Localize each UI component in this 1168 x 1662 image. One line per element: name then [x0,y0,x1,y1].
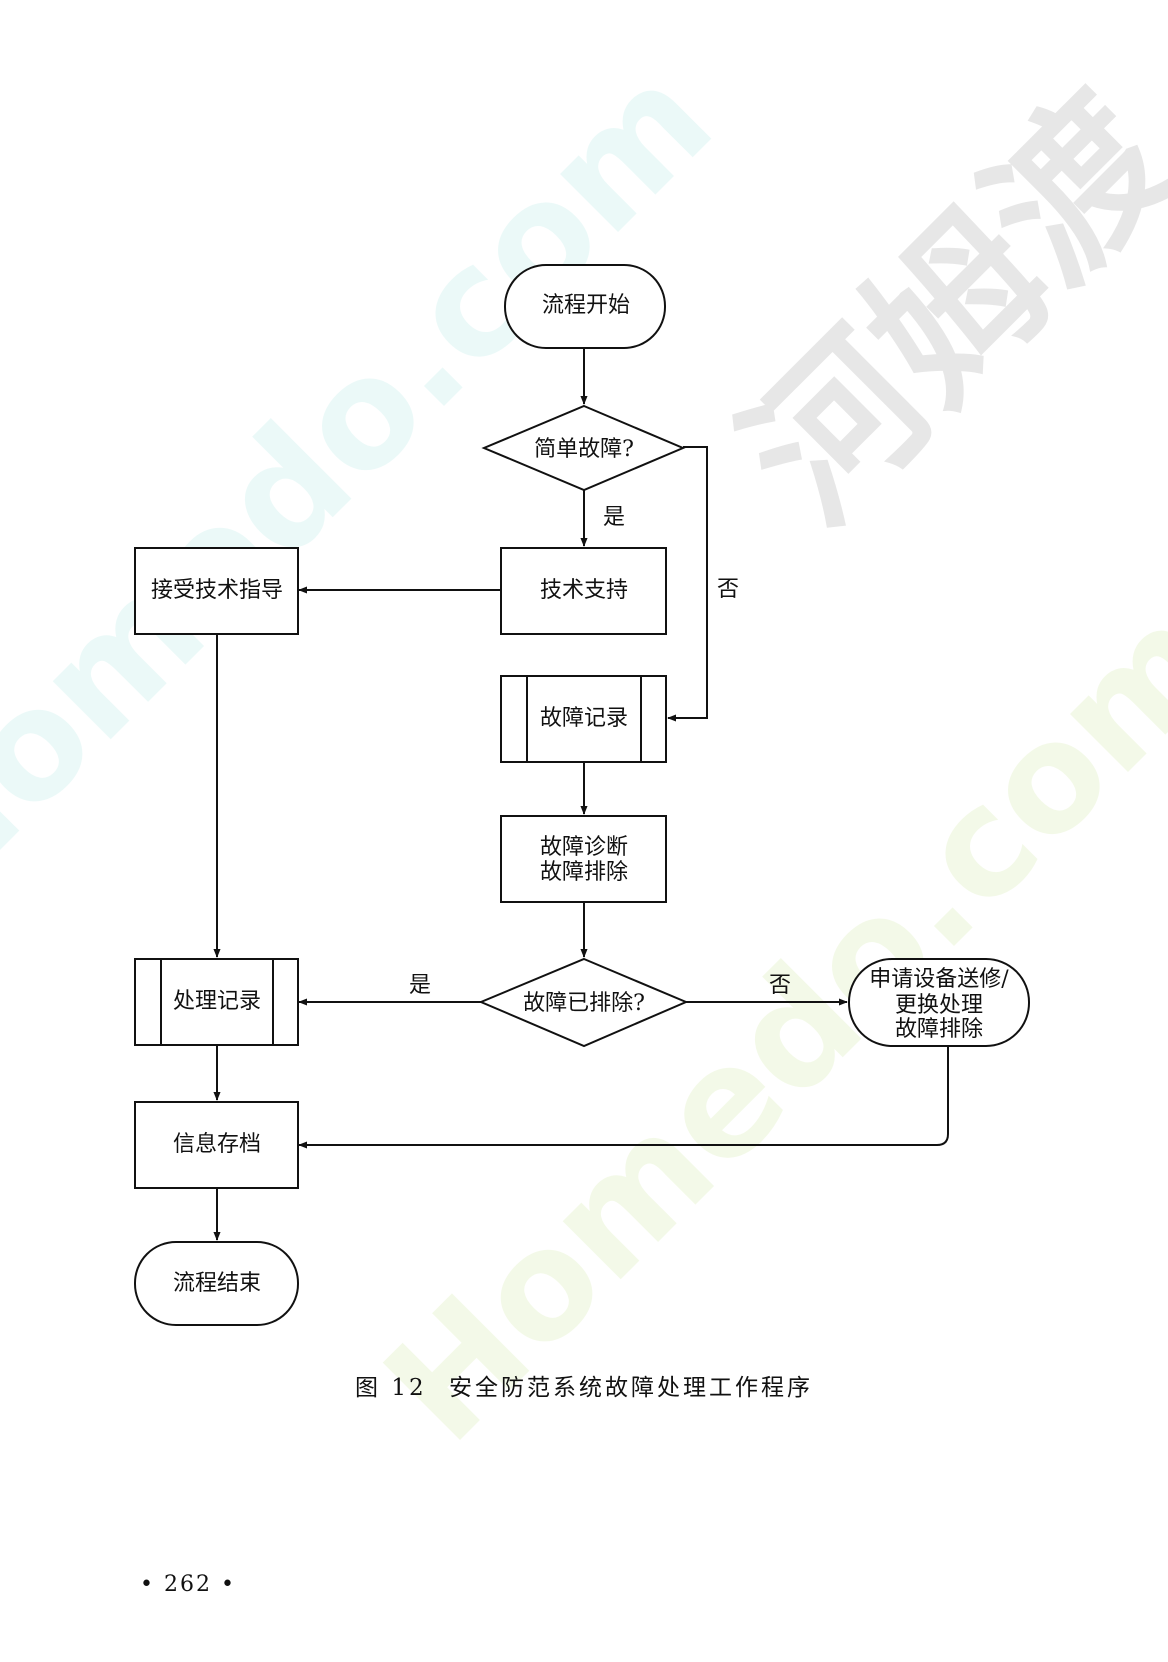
edge-repair-to-archive [298,1046,949,1149]
node-process-record [134,958,299,1046]
node-repair-request [848,958,1030,1047]
edge-label-simple-no: 否 [717,577,739,602]
figure-title: 安全防范系统故障处理工作程序 [448,1375,813,1401]
node-archive [134,1101,299,1189]
node-end-label: 流程结束 [173,1271,261,1296]
figure-number: 图 12 [355,1375,427,1401]
node-fault-cleared-label: 故障已排除? [523,991,645,1016]
node-start-label: 流程开始 [542,293,630,318]
node-accept-guidance [134,547,299,635]
node-tech-support [500,547,667,635]
node-diagnose-label-1: 故障诊断 [540,835,628,860]
node-repair-request-label-1: 申请设备送修/ [869,967,1009,992]
node-accept-guidance-label: 接受技术指导 [151,578,283,603]
node-end [134,1241,299,1326]
node-repair-request-label-3: 故障排除 [895,1017,983,1042]
node-repair-request-label-2: 更换处理 [895,993,983,1018]
edge-label-cleared-no: 否 [769,973,791,998]
figure-caption: 图 12 安全防范系统故障处理工作程序 [0,1370,1168,1406]
node-diagnose-label-2: 故障排除 [540,860,628,885]
watermark-text-en-1: Homedo.com [0,33,745,935]
node-tech-support-label: 技术支持 [540,578,628,603]
node-start [504,264,666,349]
edge-decision-no-to-record [667,446,708,722]
node-fault-record [500,675,667,763]
node-archive-label: 信息存档 [173,1132,261,1157]
node-process-record-label: 处理记录 [173,989,261,1014]
node-simple-fault [481,404,686,492]
edge-label-cleared-yes: 是 [409,973,431,998]
page-number: • 262 • [140,1572,236,1597]
node-simple-fault-label: 简单故障? [534,437,634,462]
watermark-text-en-2: Homedo.com [353,573,1168,1475]
edge-label-simple-yes: 是 [603,505,625,530]
node-fault-record-label: 故障记录 [540,706,628,731]
node-diagnose [500,815,667,903]
node-fault-cleared [478,957,689,1048]
watermark-text-cn: 河姆渡 [709,59,1168,560]
